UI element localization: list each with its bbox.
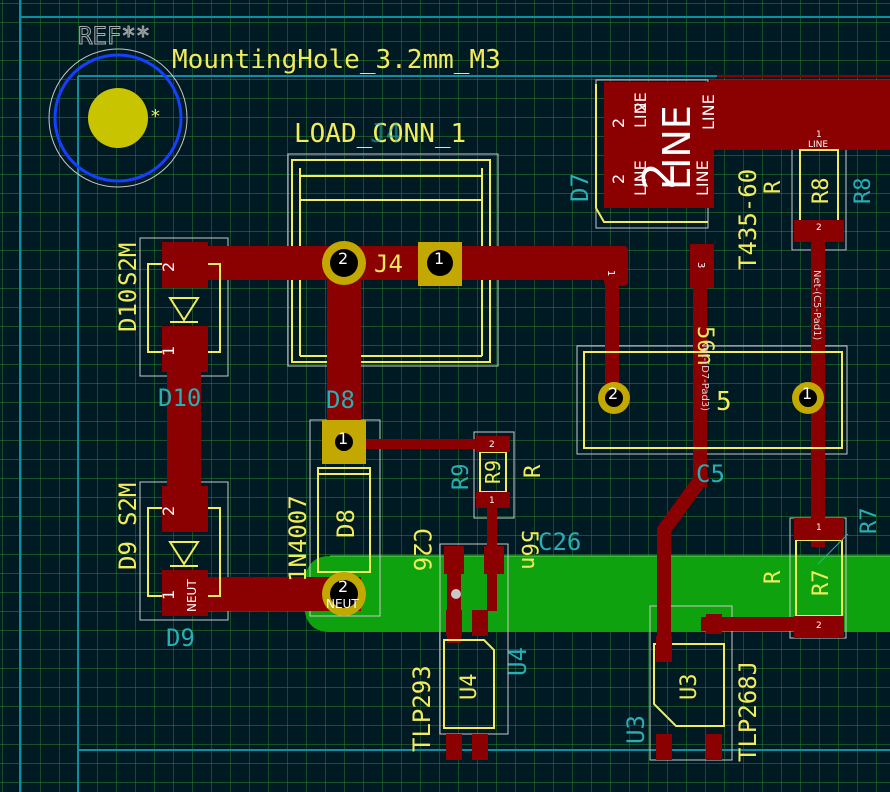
net-label-d7-pad3: Net-(D7-Pad3)	[699, 340, 710, 411]
svg-text:2: 2	[338, 249, 348, 268]
line-copper-block-left	[604, 82, 714, 208]
d8-reference-body: D8	[332, 509, 360, 538]
d9-reference: D9	[166, 624, 195, 652]
t435-value: T435-60	[734, 169, 762, 270]
d9-value: S2M	[114, 483, 142, 526]
svg-text:2: 2	[159, 506, 178, 516]
svg-text:1: 1	[159, 590, 178, 600]
d7-reference: D7	[566, 173, 594, 202]
svg-text:2: 2	[631, 102, 650, 112]
d10-value-ref: D10	[114, 289, 142, 332]
svg-text:LINE: LINE	[808, 140, 828, 150]
r7-reference: R7	[809, 570, 834, 597]
d10-diode[interactable]: 2 1 S2M D10 D10	[114, 242, 221, 412]
svg-text:*: *	[150, 106, 161, 127]
c5-reference: C5	[696, 460, 725, 488]
r8-reference: R8	[809, 178, 834, 205]
d7-outline	[595, 84, 708, 223]
svg-text:2: 2	[159, 262, 178, 272]
r7-value: R	[761, 570, 786, 584]
u3-optocoupler[interactable]: U3 U3 TLP268J	[622, 614, 762, 762]
svg-text:2: 2	[338, 577, 348, 596]
c26-capacitor[interactable]: C26 C26 56n	[408, 528, 581, 599]
svg-text:1: 1	[434, 249, 444, 268]
connector-ref-back: J4	[370, 119, 401, 149]
line-big-pad-number: 2	[634, 162, 685, 190]
r8-value: R	[761, 180, 786, 194]
u3-reference: U3	[677, 674, 702, 701]
line-copper-block	[710, 80, 890, 150]
svg-text:LINE: LINE	[631, 160, 650, 196]
d8-reference-top: D8	[326, 386, 355, 414]
r9-reference: R9	[481, 460, 505, 484]
c26-value: 56n	[516, 530, 541, 570]
svg-text:3: 3	[695, 262, 706, 268]
c26-reference: C26	[538, 528, 581, 556]
c5-capacitor[interactable]: 2 1 C5 5 56n	[583, 326, 843, 488]
u3-value: TLP268J	[734, 661, 762, 762]
svg-text:2: 2	[489, 440, 495, 450]
d10-value: S2M	[114, 243, 142, 286]
connector-name: LOAD_CONN_1	[294, 119, 466, 149]
svg-text:2: 2	[816, 223, 822, 233]
j4-connector[interactable]: 2 1 LOAD_CONN_1 J4 J4	[294, 119, 466, 286]
u3-reference-back: U3	[622, 715, 650, 744]
d8-diode[interactable]: 1 2 NEUT D8 D8 1N4007	[284, 386, 371, 616]
connector-ref: J4	[374, 250, 403, 278]
net-label-c5-pad1: Net-(C5-Pad1)	[811, 270, 822, 340]
r9-reference-back: R9	[449, 464, 474, 491]
c5-value: 56n	[692, 326, 717, 366]
svg-text:1: 1	[802, 384, 812, 403]
d10-reference: D10	[158, 384, 201, 412]
svg-text:1: 1	[816, 130, 822, 140]
svg-text:2: 2	[816, 621, 822, 631]
u4-value: TLP293	[408, 665, 436, 752]
line-block-labels: 2 LINE 2 2 2 LINE LINE LINE LINE 1 LINE	[609, 92, 828, 196]
svg-text:1: 1	[489, 496, 495, 506]
svg-text:1: 1	[605, 270, 616, 276]
d9-value-ref: D9	[114, 541, 142, 570]
r8-reference-back: R8	[851, 178, 876, 205]
d8-value: 1N4007	[284, 495, 312, 582]
svg-text:LINE: LINE	[693, 160, 712, 196]
mounting-hole[interactable]: * REF** MountingHole_3.2mm_M3	[48, 22, 501, 188]
svg-text:1: 1	[159, 346, 178, 356]
svg-text:NEUT: NEUT	[185, 579, 199, 612]
c26-reference-back: C26	[408, 528, 436, 571]
svg-text:2: 2	[609, 118, 628, 128]
r8-resistor[interactable]: 2 R8 R8 R	[761, 149, 876, 242]
svg-text:1: 1	[338, 429, 348, 448]
r7-resistor[interactable]: 1 2 R7 R7 R	[761, 508, 882, 639]
svg-text:NEUT: NEUT	[326, 597, 359, 611]
r9-resistor[interactable]: 2 1 R9 R9 R	[449, 436, 546, 508]
t435-part[interactable]: 1 3 T435-60	[604, 169, 762, 288]
c5-reference-fab: 5	[716, 387, 732, 417]
svg-text:2: 2	[608, 384, 618, 403]
svg-text:LINE: LINE	[631, 92, 650, 128]
svg-text:1: 1	[816, 523, 822, 533]
svg-text:LINE: LINE	[699, 94, 718, 130]
d9-diode[interactable]: 2 1 NEUT S2M D9 D9	[114, 483, 221, 652]
svg-text:2: 2	[609, 174, 628, 184]
mounting-hole-reference: REF**	[78, 22, 150, 50]
r9-value: R	[521, 464, 546, 478]
mounting-hole-value: MountingHole_3.2mm_M3	[172, 45, 501, 75]
u4-reference-back: U4	[504, 647, 532, 676]
u4-reference: U4	[457, 674, 482, 701]
u4-optocoupler[interactable]: U4 U4 TLP293	[408, 610, 532, 760]
line-big-net: LINE	[655, 105, 699, 190]
r7-reference-back: R7	[857, 508, 882, 535]
